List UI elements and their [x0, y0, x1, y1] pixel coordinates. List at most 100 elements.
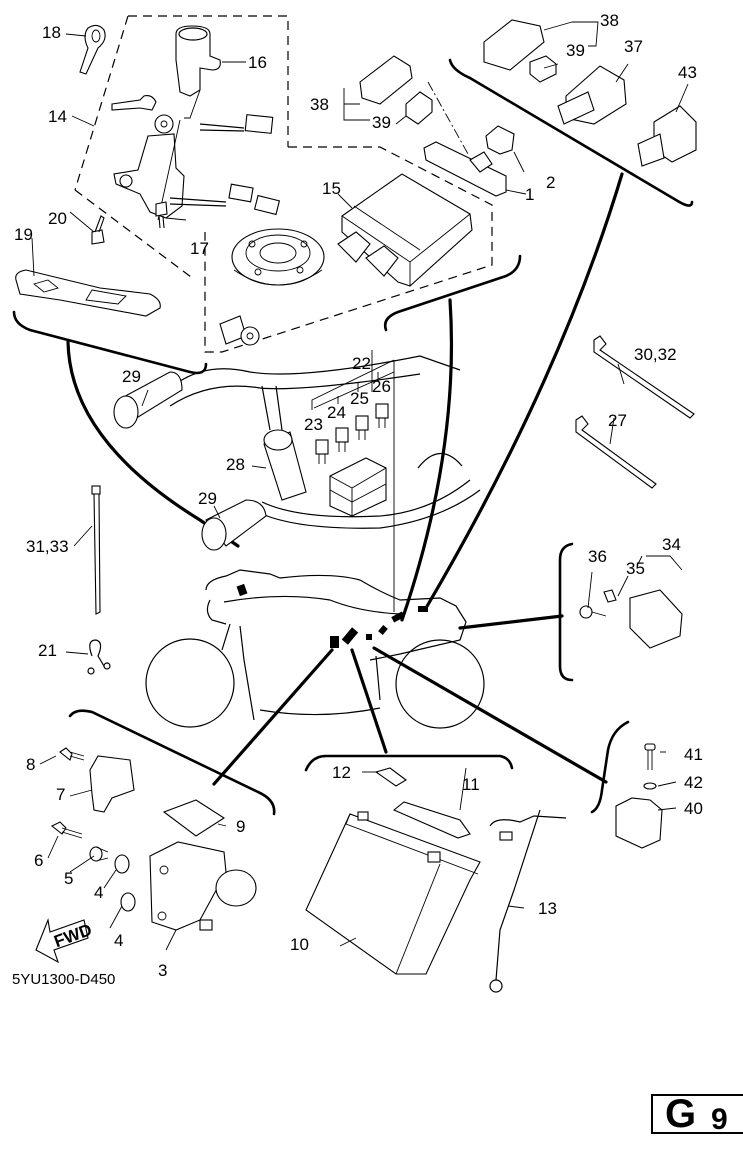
leader-line — [424, 172, 624, 610]
leader-line — [458, 614, 564, 630]
callout-8: 8 — [26, 755, 35, 774]
cable-tie-icon — [575, 415, 657, 489]
callout-15: 15 — [322, 179, 341, 198]
band-icon — [423, 141, 507, 197]
cable-tie-icon — [593, 335, 695, 419]
callout-leaders — [31, 21, 689, 951]
leader-line — [212, 648, 334, 786]
fuse-icon — [335, 427, 349, 452]
drawing-code: 5YU1300-D450 — [12, 971, 115, 988]
plate-icon — [15, 269, 161, 317]
callout-1: 1 — [525, 185, 534, 204]
callout-43: 43 — [678, 63, 697, 82]
group-brace — [12, 310, 208, 375]
fuel-cap-icon — [231, 228, 325, 286]
leader-line — [400, 298, 454, 622]
group-brace — [68, 709, 276, 816]
callout-29b: 29 — [198, 489, 217, 508]
callout-9: 9 — [236, 817, 245, 836]
callout-19: 19 — [14, 225, 33, 244]
wire-harness-group — [113, 355, 481, 612]
connector-icon — [228, 183, 254, 203]
page-tag-number: 9 — [711, 1103, 728, 1134]
relay-icon — [483, 19, 545, 71]
callout-5: 5 — [64, 869, 73, 888]
callout-18: 18 — [42, 23, 61, 42]
svg-text:FWD: FWD — [52, 920, 95, 951]
leader-line — [372, 646, 608, 784]
ignition-switch-icon — [113, 119, 185, 221]
callout-35: 35 — [626, 559, 645, 578]
callout-42: 42 — [684, 773, 703, 792]
callout-17: 17 — [190, 239, 209, 258]
callout-27: 27 — [608, 411, 627, 430]
lock-cylinder-icon — [175, 25, 221, 119]
bolt-icon — [91, 215, 105, 245]
pad-icon — [162, 799, 226, 837]
callout-38a: 38 — [600, 11, 619, 30]
callout-30-32: 30,32 — [634, 345, 677, 364]
ignition-keys-icon — [111, 95, 174, 134]
callout-3: 3 — [158, 961, 167, 980]
leader-line — [350, 648, 388, 754]
callout-23: 23 — [304, 415, 323, 434]
callout-39a: 39 — [566, 41, 585, 60]
key-icon — [79, 24, 106, 75]
fuse-box-icon — [329, 457, 387, 517]
page-tag-letter: G — [665, 1094, 696, 1134]
group-brace — [383, 254, 522, 332]
callout-12: 12 — [332, 763, 351, 782]
cap-icon — [113, 371, 183, 429]
callout-37: 37 — [624, 37, 643, 56]
connector-icon — [405, 91, 433, 125]
callout-38b: 38 — [310, 95, 329, 114]
switch-icon — [579, 589, 683, 649]
cap-icon — [201, 499, 267, 551]
relay-group — [448, 19, 697, 207]
callout-11: 11 — [462, 775, 480, 794]
group-brace — [558, 542, 574, 682]
connector-icon — [253, 194, 281, 216]
connector-icon — [529, 55, 557, 83]
callout-10: 10 — [290, 935, 309, 954]
relay-connectors-group — [359, 55, 515, 197]
battery-icon — [305, 767, 481, 975]
cable-tie-icon — [91, 485, 101, 615]
callout-31-33: 31,33 — [26, 537, 69, 556]
callout-7: 7 — [56, 785, 65, 804]
cover-icon — [89, 755, 135, 813]
callout-4a: 4 — [94, 883, 103, 902]
main-switch-group — [74, 15, 493, 353]
sensor-assembly-icon — [50, 747, 257, 931]
fuse-icon — [315, 439, 329, 464]
callout-41: 41 — [684, 745, 703, 764]
bolt-icon — [155, 201, 168, 229]
callout-2: 2 — [546, 173, 555, 192]
callout-6: 6 — [34, 851, 43, 870]
group-brace — [590, 720, 630, 814]
callout-36: 36 — [588, 547, 607, 566]
battery-lead-icon — [489, 809, 567, 993]
callout-4b: 4 — [114, 931, 123, 950]
clip-icon — [87, 639, 111, 675]
callout-20: 20 — [48, 209, 67, 228]
leader-line — [66, 340, 240, 548]
page-tag: G 9 — [651, 1094, 743, 1134]
connector-icon — [244, 114, 274, 134]
callout-34: 34 — [662, 535, 681, 554]
relay-icon — [359, 55, 413, 105]
callout-14: 14 — [48, 107, 67, 126]
callout-29a: 29 — [122, 367, 141, 386]
callout-16: 16 — [248, 53, 267, 72]
battery-band-icon — [392, 801, 471, 839]
callout-25: 25 — [350, 389, 369, 408]
group-brace — [448, 58, 694, 207]
callout-24: 24 — [327, 403, 346, 422]
callout-39b: 39 — [372, 113, 391, 132]
fuse-icon — [375, 403, 389, 428]
motorcycle-outline — [145, 569, 485, 729]
control-unit-icon — [337, 173, 473, 287]
clip-icon — [374, 767, 407, 787]
group-brace — [304, 754, 514, 772]
